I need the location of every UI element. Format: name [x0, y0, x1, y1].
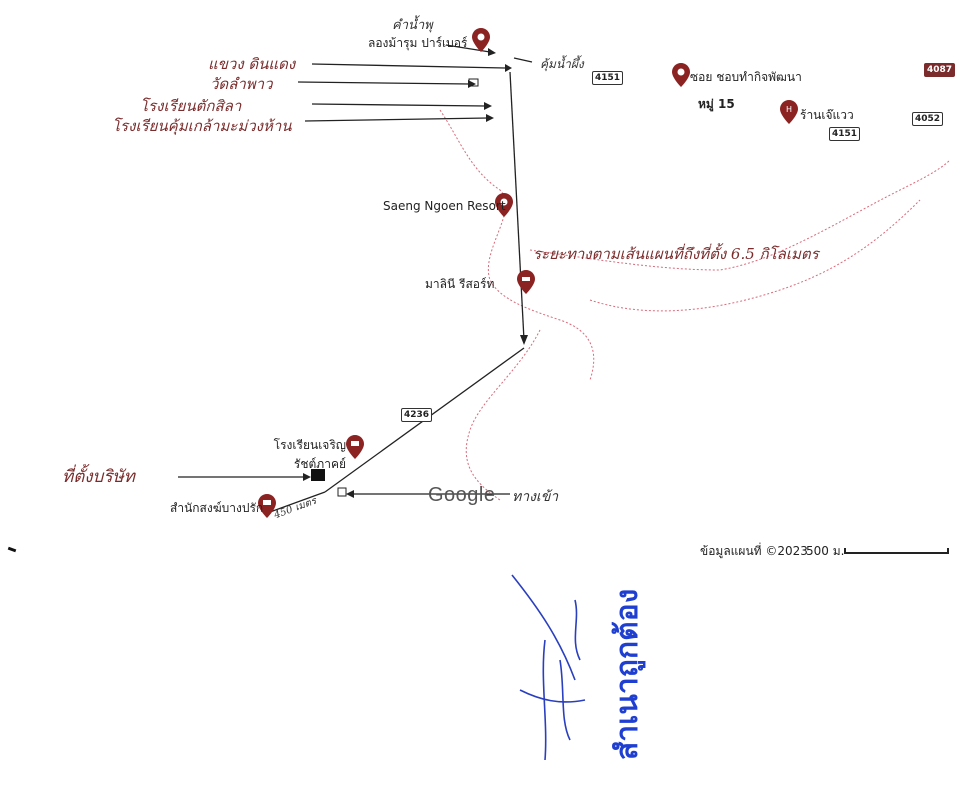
place-label[interactable]: ซอย ชอบทำกิจพัฒนา: [690, 70, 802, 84]
route-short: [269, 491, 326, 513]
arrow-head: [303, 473, 311, 481]
scale-label: 500 ม.: [806, 544, 845, 558]
place-label[interactable]: สำนักสงฆ์บางปรัก: [170, 501, 264, 515]
road-shield: 4151: [592, 71, 624, 85]
arrow-head: [505, 64, 512, 72]
place-label[interactable]: Saeng Ngoen Resort: [383, 199, 506, 213]
arrow-school2: [304, 117, 489, 122]
mail-icon: [468, 78, 479, 87]
arrow-top-junction: [445, 44, 491, 53]
handwritten-school2: โรงเรียนคุ้มเกล้ามะม่วงห้าน: [112, 117, 292, 135]
handwritten-distance: ระยะทางตามเส้นแผนที่ถึงที่ตั้ง 6.5 กิโลเ…: [533, 245, 819, 263]
restaurant-pin-icon[interactable]: H: [780, 100, 798, 124]
route-vertical: [509, 71, 525, 341]
handwritten-front: ทางเข้า: [512, 489, 559, 505]
arrow-head: [520, 335, 528, 345]
road-shield: 4236: [401, 408, 433, 422]
site-marker: [311, 469, 325, 481]
handwritten-school1: โรงเรียนตักสิลา: [140, 97, 242, 115]
place-label[interactable]: ลองม้ารุม ปาร์เบอร์: [368, 36, 468, 50]
arrow-head: [486, 114, 494, 122]
temple-pin-icon[interactable]: [258, 494, 276, 518]
road-shield: 4052: [912, 112, 944, 126]
arrow-school1: [311, 103, 487, 107]
arrow-head: [488, 48, 496, 56]
place-label: หมู่ 15: [698, 97, 735, 111]
map-pin-icon[interactable]: [472, 28, 490, 52]
place-label[interactable]: มาลินี รีสอร์ท: [425, 277, 495, 291]
school-pin-icon[interactable]: [346, 435, 364, 459]
handwritten-vat: วัดลำพาว: [210, 75, 273, 93]
place-label[interactable]: โรงเรียนเจริญรัชต์ภาคย์: [273, 438, 346, 471]
scale-bar: [844, 548, 949, 554]
square-icon: [337, 487, 347, 497]
resort-pin-icon[interactable]: [495, 193, 513, 217]
arrow-market: [311, 63, 506, 69]
arrow-head: [346, 490, 354, 498]
map-attribution: ข้อมูลแผนที่ ©2023: [700, 544, 808, 558]
handwritten-market: แขวง ดินแดง: [208, 55, 296, 73]
boundary-line: [589, 199, 921, 312]
handwritten-site: ที่ตั้งบริษัท: [62, 467, 135, 487]
certified-copy-stamp: สำเนาถูกต้อง: [610, 588, 645, 760]
place-label[interactable]: ร้านเจ๊แวว: [800, 108, 854, 122]
handwritten-junction-top: คำน้ำพุ: [392, 18, 433, 33]
road-shield: 4087: [924, 63, 956, 77]
hotel-pin-icon[interactable]: [517, 270, 535, 294]
arrow-vat: [297, 81, 471, 85]
google-logo: Google: [428, 484, 496, 506]
boundary-line: [529, 159, 951, 271]
map-pin-icon[interactable]: [672, 63, 690, 87]
arrow-right-junction: [513, 57, 533, 63]
signature: [511, 574, 586, 761]
handwritten-junction-right: คุ้มน้ำผึ้ง: [540, 57, 584, 71]
arrow-head: [484, 102, 492, 110]
road-shield: 4151: [829, 127, 861, 141]
svg-text:H: H: [786, 105, 792, 114]
boundary-line: [465, 329, 541, 501]
